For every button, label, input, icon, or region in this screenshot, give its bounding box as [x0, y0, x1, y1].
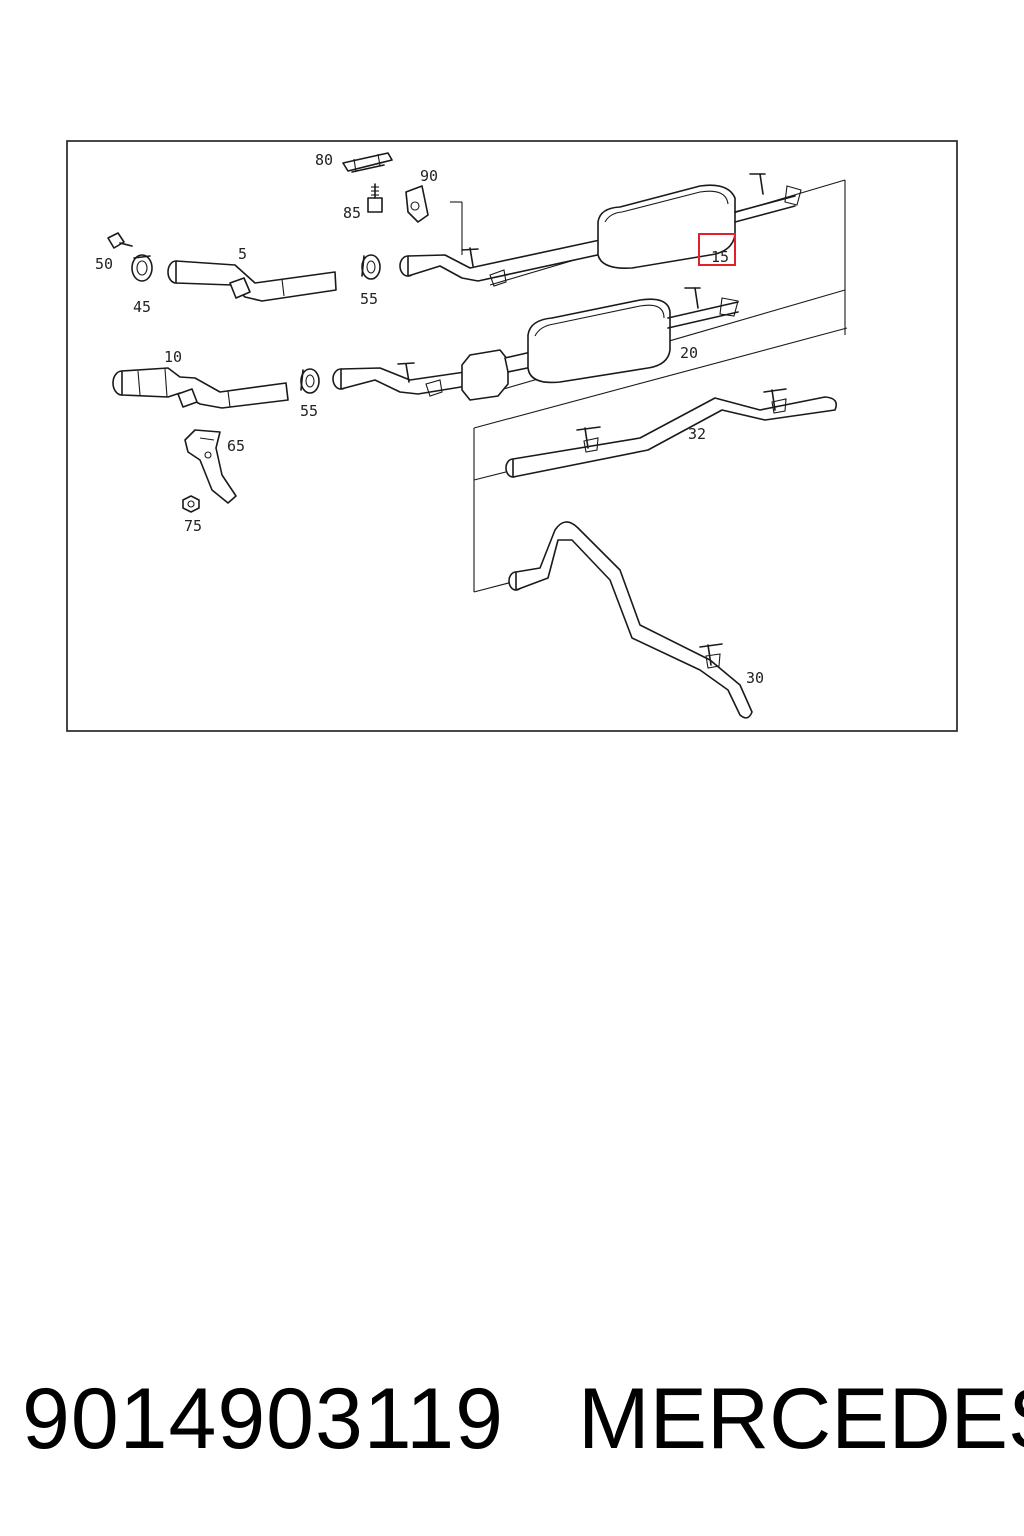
bracket-65	[184, 429, 237, 504]
nut-75	[182, 495, 200, 513]
callout-80: 80	[315, 151, 333, 169]
part-caption: 9014903119 MERCEDES	[0, 1360, 1024, 1480]
bolt-85	[367, 183, 383, 213]
callout-15: 15	[711, 248, 729, 266]
callout-55-upper: 55	[360, 290, 378, 308]
callout-20: 20	[680, 344, 698, 362]
exhaust-system-diagram: 80 90 85 50 5 45 55 15 10 20 55 65 32 75…	[66, 140, 958, 732]
callout-55-lower: 55	[300, 402, 318, 420]
front-pipe-5	[167, 260, 337, 302]
callout-45: 45	[133, 298, 151, 316]
clamp-45	[131, 254, 153, 282]
callout-5: 5	[238, 245, 247, 263]
bolt-50	[107, 232, 133, 249]
catalytic-pipe-10	[112, 367, 289, 409]
bracket-80	[342, 152, 393, 173]
callout-90: 90	[420, 167, 438, 185]
callout-65: 65	[227, 437, 245, 455]
silencer-assembly-15	[399, 173, 802, 287]
callout-10: 10	[164, 348, 182, 366]
brand-name: MERCEDES	[578, 1371, 1024, 1467]
part-number: 9014903119	[22, 1371, 504, 1467]
highlight-box-15	[698, 233, 736, 266]
rubber-hanger-90	[405, 185, 429, 223]
callout-75: 75	[184, 517, 202, 535]
callout-85: 85	[343, 204, 361, 222]
clamp-55-lower	[300, 368, 320, 394]
diagram-frame	[66, 140, 958, 732]
clamp-55-upper	[361, 254, 381, 280]
tail-pipe-32	[505, 388, 838, 478]
silencer-assembly-20	[332, 287, 739, 401]
callout-30: 30	[746, 669, 764, 687]
callout-32: 32	[688, 425, 706, 443]
callout-50: 50	[95, 255, 113, 273]
tail-pipe-30	[508, 521, 753, 719]
